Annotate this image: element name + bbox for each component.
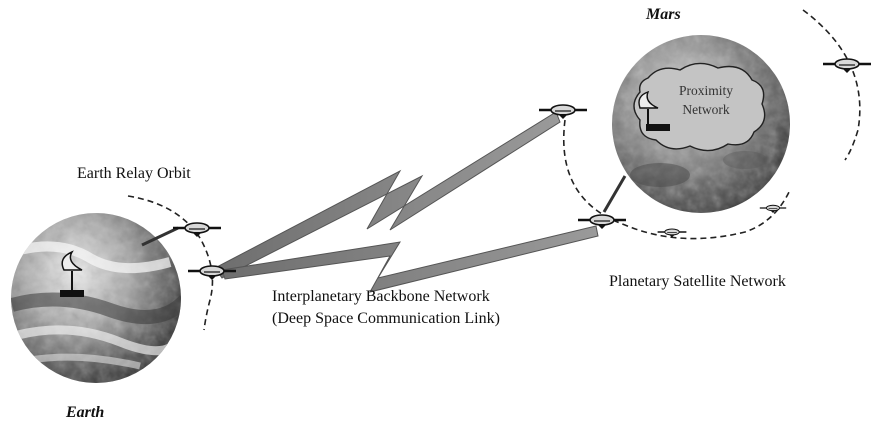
earth-relay-satellite-upper-icon	[171, 221, 223, 239]
earth-uplink	[141, 226, 179, 247]
earth-relay-orbit-path	[127, 195, 214, 331]
mars-relay-orbit	[563, 119, 791, 240]
deep-space-link-upper	[214, 111, 561, 279]
mars-label: Mars	[646, 6, 681, 23]
planetary-satellite-network-label: Planetary Satellite Network	[609, 273, 786, 290]
mars-relay-satellite-upper-icon	[537, 103, 589, 121]
mars-outer-satellite-icon	[821, 57, 872, 75]
deep-space-link-lower	[221, 225, 599, 293]
backbone-network-label: Interplanetary Backbone Network	[272, 288, 490, 305]
backbone-network-sublabel: (Deep Space Communication Link)	[272, 310, 500, 327]
earth-relay-orbit-label: Earth Relay Orbit	[77, 165, 191, 182]
mars-orbit-satellite-b-icon	[759, 204, 787, 214]
proximity-network-label-1: Proximity	[678, 83, 733, 98]
mars-outer-orbit	[802, 9, 861, 161]
proximity-network-label-2: Network	[682, 102, 730, 117]
mars-ground-station-icon	[638, 90, 670, 131]
earth-ground-station-icon	[60, 250, 84, 297]
mars-downlink	[602, 175, 627, 213]
earth-label: Earth	[66, 404, 105, 421]
